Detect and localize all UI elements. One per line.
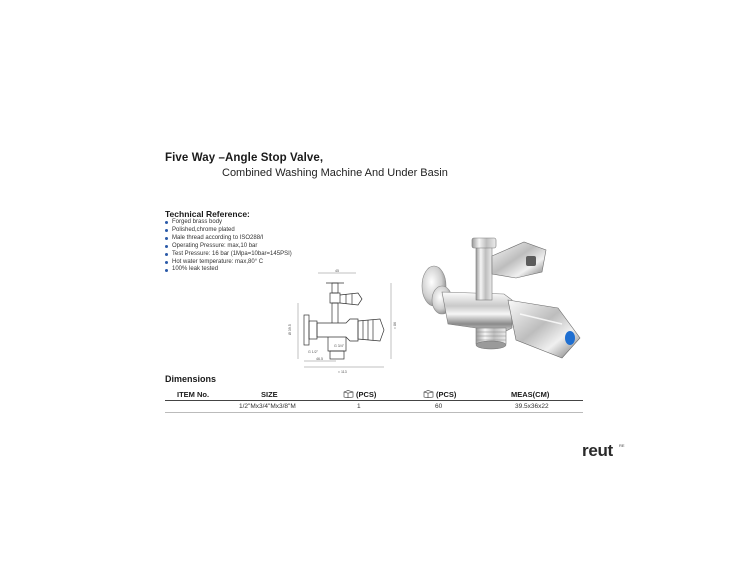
technical-item: Hot water temperature: max,80° C [165,259,292,267]
technical-item: 100% leak tested [165,266,292,274]
technical-list: Forged brass body Polished,chrome plated… [165,219,292,274]
technical-drawing: 45 Ø 39.5 ≈ 86 46.5 ≈ 113 G 1/2" G 3/4" [288,269,397,374]
table-row: 1/2"Mx3/4"Mx3/8"M 1 60 39.5x36x22 [165,401,583,413]
col-item: ITEM No. [177,390,210,399]
technical-item: Male thread according to ISO288/I [165,235,292,243]
bullet-icon [165,229,168,233]
cell-meas: 39.5x36x22 [515,403,549,410]
table-header: ITEM No. SIZE (PCS) (PCS) MEAS(CM) [165,387,583,401]
product-subtitle: Combined Washing Machine And Under Basin [222,167,448,179]
bullet-icon [165,221,168,225]
technical-item: Operating Pressure: max,10 bar [165,243,292,251]
technical-item-text: Male thread according to ISO288/I [172,234,264,241]
bullet-icon [165,237,168,241]
drawing-label-bottom-2: ≈ 113 [338,370,347,374]
cell-size: 1/2"Mx3/4"Mx3/8"M [239,403,296,410]
product-photo [421,237,581,359]
product-title: Five Way –Angle Stop Valve, [165,152,324,164]
technical-item: Polished,chrome plated [165,227,292,235]
dimensions-table: ITEM No. SIZE (PCS) (PCS) MEAS(CM) 1/2"M… [165,387,583,413]
drawing-label-thread-1: G 1/2" [308,350,319,354]
drawing-label-thread-2: G 3/4" [334,344,345,348]
cell-outer-pcs: 60 [435,403,443,410]
drawing-label-left: Ø 39.5 [288,324,292,335]
technical-item-text: Polished,chrome plated [172,226,235,233]
technical-item: Test Pressure: 16 bar (1Mpa=10bar=145PSI… [165,251,292,259]
col-size: SIZE [261,390,278,399]
drawing-label-bottom-1: 46.5 [316,357,323,361]
bullet-icon [165,268,168,272]
col-outer-pcs: (PCS) [423,390,456,399]
technical-item-text: Hot water temperature: max,80° C [172,258,264,265]
col-inner-pcs: (PCS) [343,390,376,399]
col-inner-pcs-label: (PCS) [356,390,377,399]
technical-heading: Technical Reference: [165,209,250,219]
blue-indicator-icon [565,331,575,345]
dimensions-heading: Dimensions [165,374,217,384]
brand-mark: RE [619,443,625,448]
bullet-icon [165,245,168,249]
technical-item-text: Forged brass body [172,219,223,225]
carton-icon [423,390,434,398]
col-outer-pcs-label: (PCS) [436,390,457,399]
technical-item-text: 100% leak tested [172,266,219,273]
cell-inner-pcs: 1 [357,403,361,410]
carton-icon [343,390,354,398]
technical-item: Forged brass body [165,219,292,227]
drawing-label-right: ≈ 86 [393,322,397,329]
brand-logo: reut [582,441,613,460]
technical-item-text: Test Pressure: 16 bar (1Mpa=10bar=145PSI… [172,250,292,257]
bullet-icon [165,260,168,264]
bullet-icon [165,253,168,257]
col-meas: MEAS(CM) [511,390,550,399]
drawing-label-top: 45 [335,269,339,273]
technical-item-text: Operating Pressure: max,10 bar [172,242,258,249]
